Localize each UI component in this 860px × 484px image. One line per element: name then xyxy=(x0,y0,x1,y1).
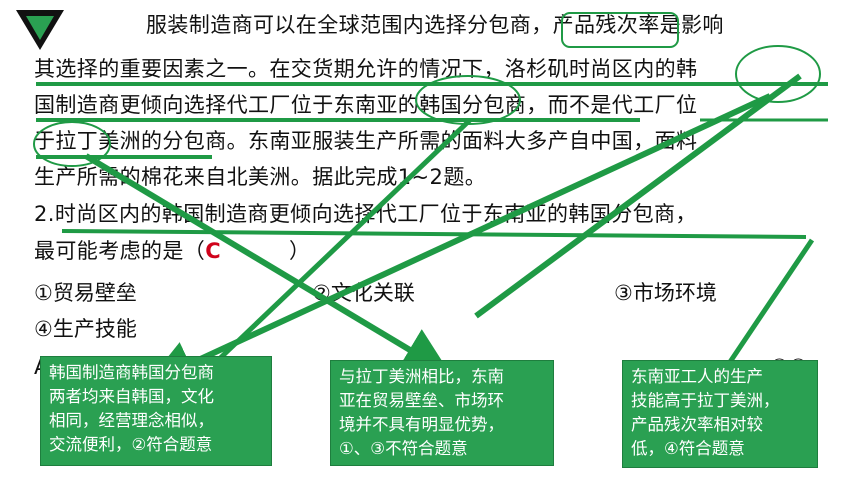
note2-line1: 与拉丁美洲相比，东南 xyxy=(339,367,504,386)
note1-line3: 相同，经营理念相似， xyxy=(49,411,214,430)
arrow-to-box1-from-top xyxy=(146,93,772,386)
passage-line-1: 服装制造商可以在全球范围内选择分包商，产品残次率是影响 xyxy=(146,13,724,37)
underline-question xyxy=(61,229,807,239)
highlight-defect-rate xyxy=(561,12,679,48)
note3-line1: 东南亚工人的生产 xyxy=(631,367,763,386)
note-box-cultural: 韩国制造商韩国分包商 两者均来自韩国，文化 相同，经营理念相似， 交流便利，②符… xyxy=(40,356,272,466)
note3-line2: 技能高于拉丁美洲， xyxy=(631,391,780,410)
note1-line4: 交流便利，②符合题意 xyxy=(49,435,213,454)
question-prompt-text: 最可能考虑的是（ xyxy=(34,239,206,263)
note3-line4: 低，④符合题意 xyxy=(631,439,745,458)
triangle-logo-icon xyxy=(16,10,64,50)
passage-line-2: 其选择的重要因素之一。在交货期允许的情况下，洛杉矶时尚区内的韩 xyxy=(34,57,698,81)
note-box-trade-market: 与拉丁美洲相比，东南 亚在贸易壁垒、市场环 境并不具有明显优势， ①、③不符合题… xyxy=(330,360,554,466)
note2-line3: 境并不具有明显优势， xyxy=(339,415,504,434)
circle-latin-america xyxy=(33,121,111,167)
note1-line2: 两者均来自韩国，文化 xyxy=(49,387,214,406)
note1-line1: 韩国制造商韩国分包商 xyxy=(49,363,214,382)
answer-letter: C xyxy=(205,239,222,263)
option-market-env: ③市场环境 xyxy=(614,281,717,305)
passage-line-3: 国制造商更倾向选择代工厂位于东南亚的韩国分包商，而不是代工厂位 xyxy=(34,93,698,117)
note2-line2: 亚在贸易壁垒、市场环 xyxy=(339,391,504,410)
circle-fashion-district xyxy=(735,45,821,103)
question-prompt: 最可能考虑的是（C ） xyxy=(34,236,310,266)
passage-line-4: 于拉丁美洲的分包商。东南亚服装生产所需的面料大多产自中国，面料 xyxy=(34,129,698,153)
arrow-to-box3 xyxy=(474,73,802,319)
arrow-to-box3-tail xyxy=(727,238,815,364)
option-trade-barrier: ①贸易壁垒 xyxy=(34,281,137,305)
note-box-skills: 东南亚工人的生产 技能高于拉丁美洲， 产品残次率相对较 低，④符合题意 xyxy=(622,360,818,468)
arrow-to-box2 xyxy=(84,153,451,375)
option-production-skill: ④生产技能 xyxy=(34,317,137,341)
note3-line3: 产品残次率相对较 xyxy=(631,415,763,434)
note2-line4: ①、③不符合题意 xyxy=(339,439,468,458)
question-prompt-close: ） xyxy=(289,239,311,263)
arrow-to-box1-from-sea xyxy=(212,118,472,366)
